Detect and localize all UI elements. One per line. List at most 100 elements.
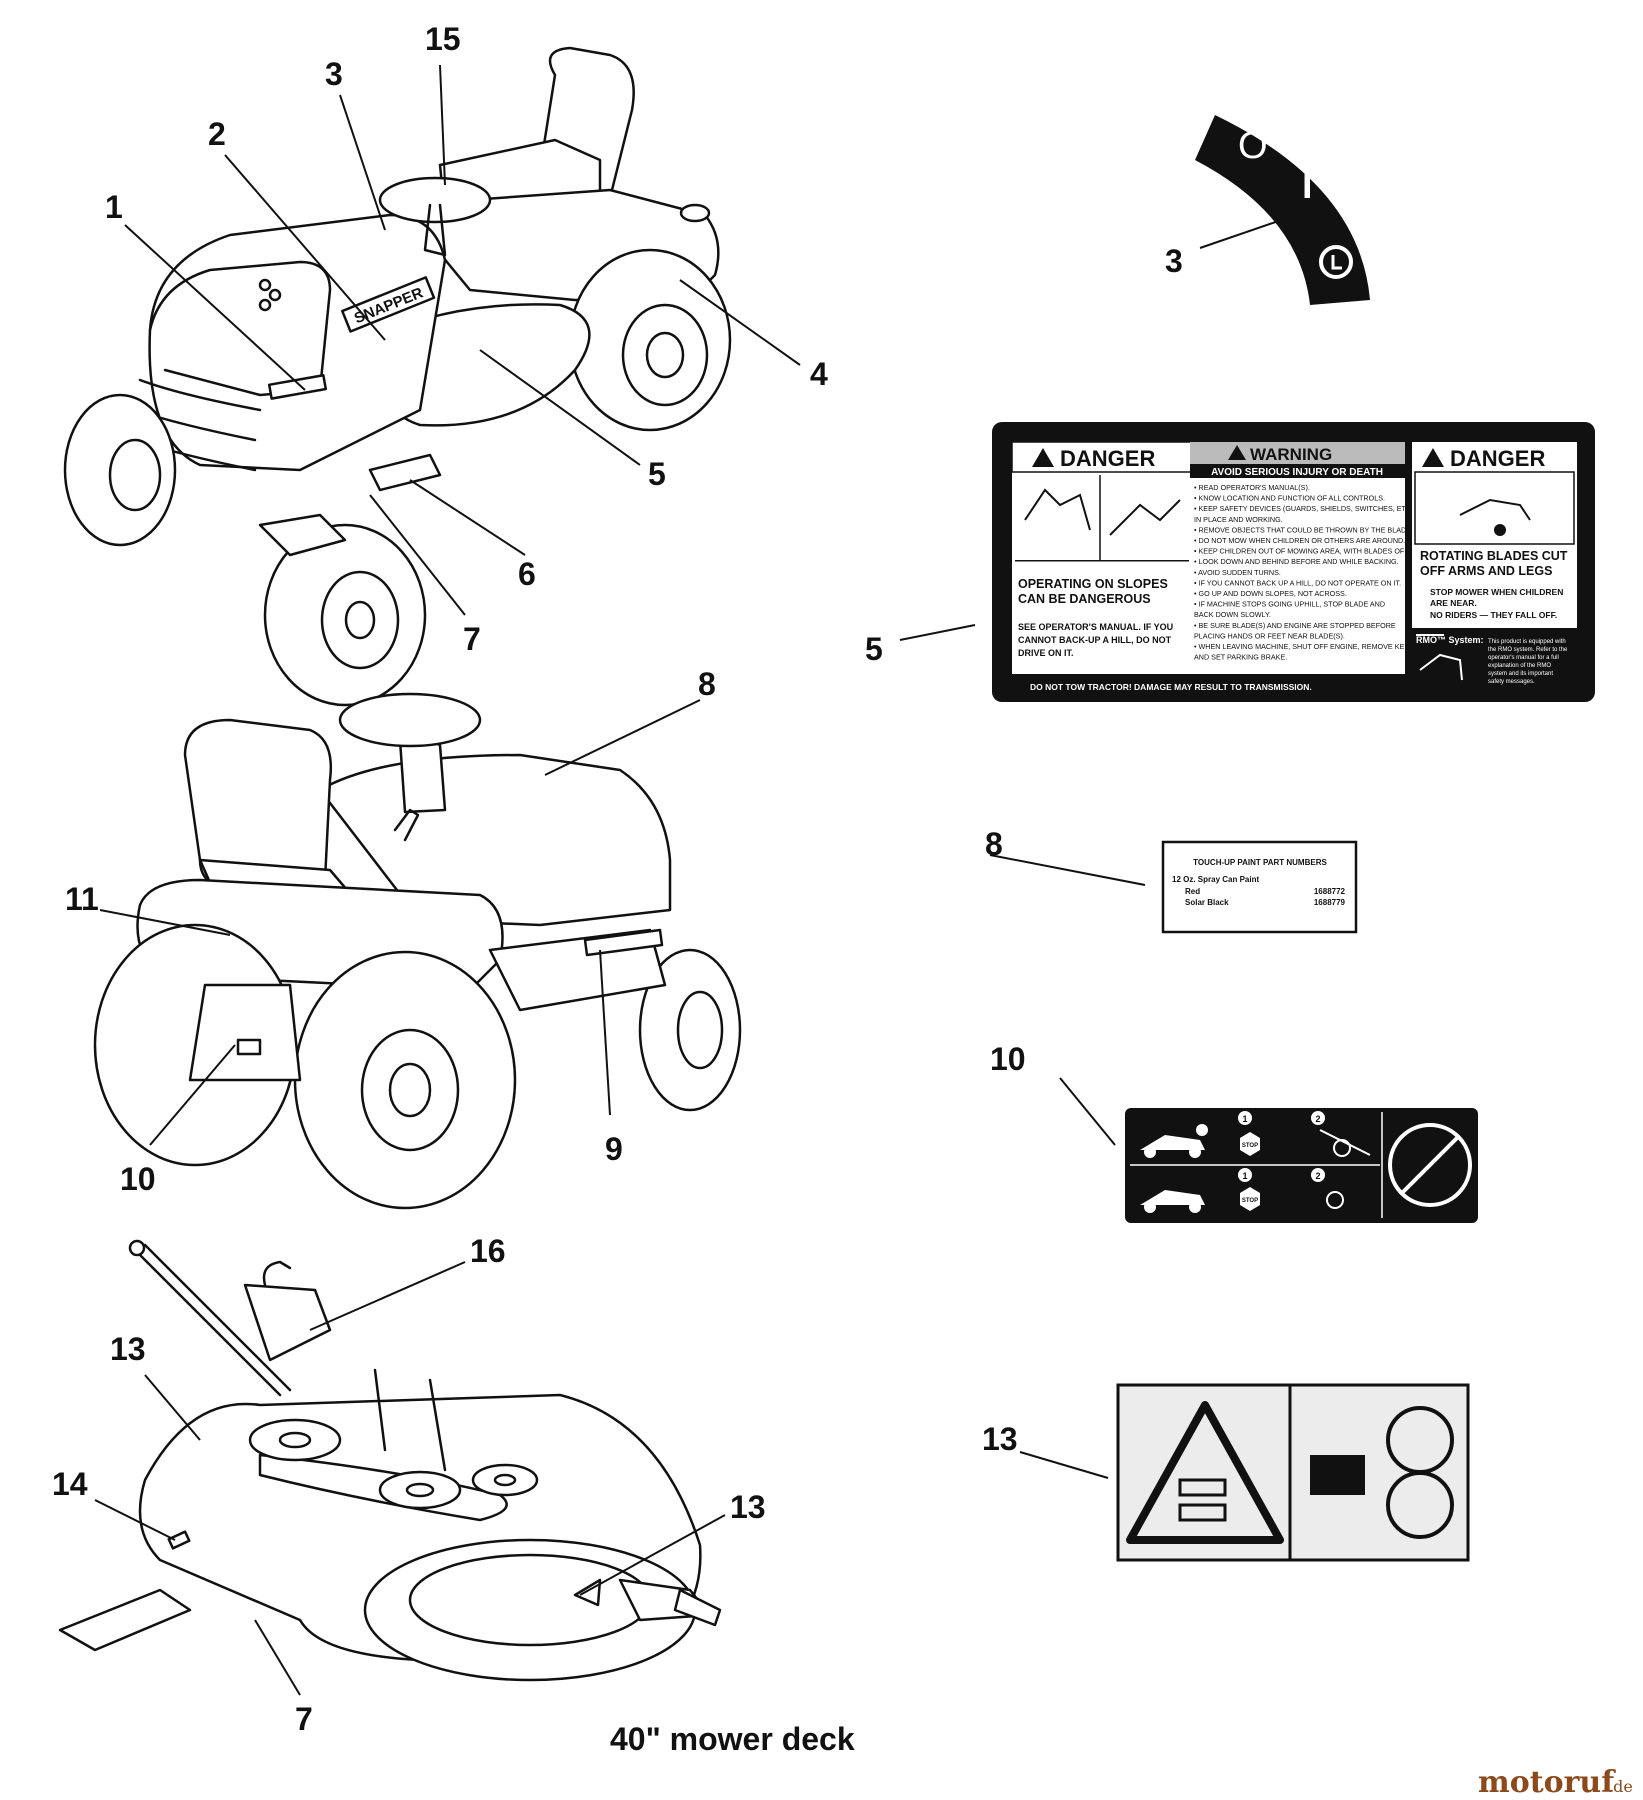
warning-line: • READ OPERATOR'S MANUAL(S). — [1194, 483, 1310, 492]
callout-6: 6 — [518, 556, 536, 592]
warning-line: • KNOW LOCATION AND FUNCTION OF ALL CONT… — [1194, 494, 1385, 503]
rmo-line: safety messages. — [1488, 679, 1535, 685]
rear-view-leaders — [99, 699, 701, 1146]
danger-right-text3: STOP MOWER WHEN CHILDREN — [1430, 587, 1563, 597]
decal-blade-hazard: 13 — [982, 1383, 1470, 1562]
callout-5: 5 — [648, 456, 666, 492]
callout-9: 9 — [605, 1131, 623, 1167]
callout-10: 10 — [120, 1161, 156, 1197]
stop-label-bottom: STOP — [1242, 1198, 1258, 1204]
callout-3: 3 — [325, 56, 343, 92]
callout-10-right: 10 — [990, 1041, 1026, 1077]
danger-right-text4: ARE NEAR. — [1430, 598, 1477, 608]
stop-label-top: STOP — [1242, 1143, 1258, 1149]
callout-7-deck: 7 — [295, 1701, 313, 1737]
danger-left-text5: DRIVE ON IT. — [1018, 648, 1074, 658]
danger-bottom-text: DO NOT TOW TRACTOR! DAMAGE MAY RESULT TO… — [1030, 682, 1312, 692]
hand-foot-warning-icon — [1126, 1401, 1284, 1544]
step-1-bottom: 1 — [1242, 1171, 1247, 1181]
danger-right-text2: OFF ARMS AND LEGS — [1420, 564, 1552, 578]
step-1-top: 1 — [1242, 1114, 1247, 1124]
warning-line: • IF YOU CANNOT BACK UP A HILL, DO NOT O… — [1194, 578, 1401, 587]
rmo-line: operator's manual for a full — [1488, 655, 1559, 661]
slope-tip-pictogram — [1024, 488, 1091, 531]
warning-line: • LOOK DOWN AND BEHIND BEFORE AND WHILE … — [1194, 557, 1399, 566]
tractor-pictogram-top — [1140, 1135, 1205, 1150]
warning-line: • AVOID SUDDEN TURNS. — [1194, 568, 1281, 577]
mower-deck-view — [58, 1239, 722, 1682]
callout-2: 2 — [208, 116, 226, 152]
callout-16: 16 — [470, 1233, 506, 1269]
decal-ignition-switch: O I 3 — [1165, 115, 1370, 305]
warning-line: BACK DOWN SLOWLY. — [1194, 610, 1271, 619]
warning-header: WARNING — [1250, 445, 1332, 464]
step-2-top: 2 — [1315, 1114, 1320, 1124]
decal-touch-up-paint: TOUCH-UP PAINT PART NUMBERS 12 Oz. Spray… — [985, 826, 1358, 934]
warning-line: • GO UP AND DOWN SLOPES, NOT ACROSS. — [1194, 589, 1347, 598]
warning-sub: AVOID SERIOUS INJURY OR DEATH — [1211, 467, 1383, 478]
tractor-rear-view — [93, 692, 742, 1210]
paint-row-1-name: Red — [1185, 887, 1200, 896]
danger-right-text5: NO RIDERS — THEY FALL OFF. — [1430, 610, 1557, 620]
step-2-bottom: 2 — [1315, 1171, 1320, 1181]
danger-left-header: DANGER — [1060, 446, 1155, 471]
warning-line: • DO NOT MOW WHEN CHILDREN OR OTHERS ARE… — [1194, 536, 1405, 545]
callout-15: 15 — [425, 21, 461, 57]
no-passenger-icon — [1388, 1123, 1472, 1207]
warning-line: • WHEN LEAVING MACHINE, SHUT OFF ENGINE,… — [1194, 642, 1410, 651]
watermark: motoruf .de — [1478, 1765, 1633, 1800]
danger-left-text4: CANNOT BACK-UP A HILL, DO NOT — [1018, 635, 1172, 645]
callout-3-right: 3 — [1165, 243, 1183, 279]
decal-hitch-pictogram: 1 STOP 2 1 STOP 2 10 — [990, 1041, 1478, 1223]
stop-sign-icon-2 — [1240, 1187, 1260, 1211]
danger-right-text1: ROTATING BLADES CUT — [1420, 549, 1568, 563]
callout-4: 4 — [810, 356, 828, 392]
rmo-line: system and its important — [1488, 671, 1553, 677]
paint-sub: 12 Oz. Spray Can Paint — [1172, 875, 1259, 884]
rmo-line: the RMO system. Refer to the — [1488, 647, 1568, 653]
callout-8-right: 8 — [985, 826, 1003, 862]
danger-right-header: DANGER — [1450, 446, 1545, 471]
front-view-leaders — [124, 64, 801, 616]
callout-13-deck-right: 13 — [730, 1489, 766, 1525]
callout-7: 7 — [463, 621, 481, 657]
mower-rider-pictogram — [1459, 498, 1531, 521]
danger-left-text1: OPERATING ON SLOPES — [1018, 577, 1168, 591]
blade-housing-icon — [1310, 1455, 1365, 1495]
callout-5-right: 5 — [865, 631, 883, 667]
watermark-tld: .de — [1608, 1777, 1633, 1796]
warning-line: • REMOVE OBJECTS THAT COULD BE THROWN BY… — [1194, 525, 1413, 534]
decal-danger-warning: DANGER OPERATING ON SLOPES CAN BE DANGER… — [865, 422, 1595, 702]
rollover-pictogram — [1109, 499, 1181, 536]
paint-row-2-part: 1688779 — [1314, 898, 1346, 907]
deck-view-leaders — [94, 1261, 726, 1696]
watermark-brand: motoruf — [1478, 1765, 1616, 1800]
warning-line: • BE SURE BLADE(S) AND ENGINE ARE STOPPE… — [1194, 621, 1396, 630]
switch-off-glyph: O — [1238, 125, 1268, 167]
danger-left-text3: SEE OPERATOR'S MANUAL. IF YOU — [1018, 622, 1173, 632]
paint-row-2-name: Solar Black — [1185, 898, 1229, 907]
callout-11: 11 — [65, 881, 99, 917]
warning-line: • KEEP SAFETY DEVICES (GUARDS, SHIELDS, … — [1194, 504, 1416, 513]
tractor-pictogram-bottom — [1140, 1190, 1205, 1205]
switch-on-glyph: I — [1302, 165, 1313, 207]
callout-13-right: 13 — [982, 1421, 1018, 1457]
warning-lines: • READ OPERATOR'S MANUAL(S). • KNOW LOCAT… — [1194, 483, 1416, 662]
callout-1: 1 — [105, 189, 123, 225]
warning-line: AND SET PARKING BRAKE. — [1194, 653, 1287, 662]
callout-8: 8 — [698, 666, 716, 702]
rmo-lines: This product is equipped with the RMO sys… — [1488, 639, 1568, 685]
paint-title: TOUCH-UP PAINT PART NUMBERS — [1193, 858, 1327, 867]
warning-line: • KEEP CHILDREN OUT OF MOWING AREA, WITH… — [1194, 547, 1410, 556]
rmo-title: RMO™ System: — [1416, 635, 1484, 645]
warning-line: • IF MACHINE STOPS GOING UPHILL, STOP BL… — [1194, 600, 1385, 609]
paint-row-1-part: 1688772 — [1314, 887, 1346, 896]
danger-left-text2: CAN BE DANGEROUS — [1018, 592, 1151, 606]
rmo-line: This product is equipped with — [1488, 639, 1566, 645]
callout-13-deck-left: 13 — [110, 1331, 146, 1367]
stop-sign-icon — [1240, 1132, 1260, 1156]
rmo-line: explanation of the RMO — [1488, 663, 1551, 669]
callout-14: 14 — [52, 1466, 88, 1502]
deck-caption: 40" mower deck — [610, 1721, 855, 1757]
